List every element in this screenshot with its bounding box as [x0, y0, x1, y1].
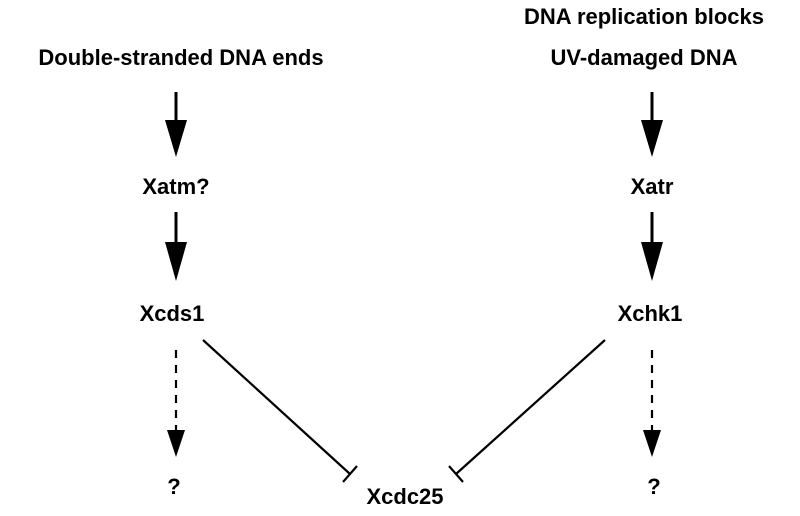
right-arrow-trigger-to-kinase	[641, 92, 663, 157]
inhibition-xcds1-to-xcdc25	[202, 339, 358, 483]
xcds1-label: Xcds1	[139, 301, 205, 326]
left-arrow-kinase-to-effector	[165, 212, 187, 281]
xchk1-label: Xchk1	[617, 301, 683, 326]
right-arrow-kinase-to-effector	[641, 212, 663, 281]
left-trigger-label: Double-stranded DNA ends	[38, 45, 324, 70]
right-unknown-label: ?	[647, 474, 661, 499]
left-unknown-label: ?	[167, 474, 181, 499]
right-trigger-label-line1: DNA replication blocks	[523, 4, 765, 29]
xcdc25-label: Xcdc25	[366, 484, 444, 509]
right-trigger-label-line2: UV-damaged DNA	[550, 45, 738, 70]
left-arrow-trigger-to-kinase	[165, 92, 187, 157]
inhibition-xchk1-to-xcdc25	[448, 339, 606, 483]
left-dashed-arrow-effector-to-unknown	[167, 350, 185, 457]
xatr-label: Xatr	[630, 174, 674, 199]
right-dashed-arrow-effector-to-unknown	[643, 350, 661, 457]
xatm-label: Xatm?	[142, 174, 210, 199]
